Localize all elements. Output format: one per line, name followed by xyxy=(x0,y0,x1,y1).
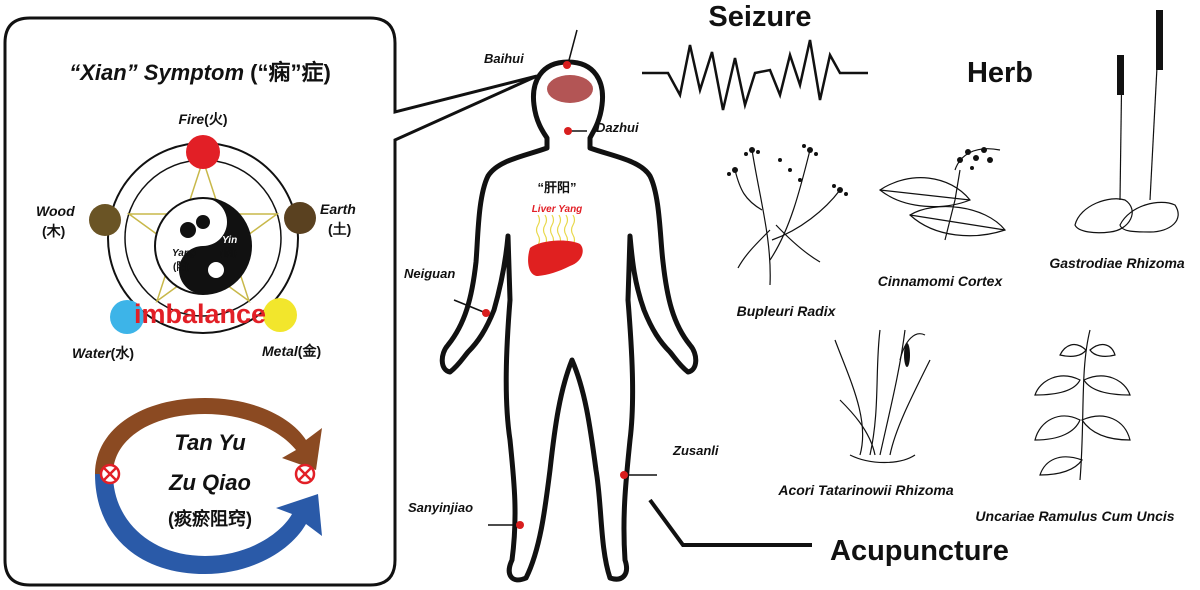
tan-yu-cycle: Tan Yu Zu Qiao (痰瘀阻窍) xyxy=(95,398,322,574)
acupoint-dazhui xyxy=(564,127,572,135)
herb-uncariae-illustration xyxy=(1034,329,1131,481)
yang-cn-label: (阳) xyxy=(173,261,190,273)
acupoint-sanyinjiao xyxy=(516,521,524,529)
yin-cn-label: (阴) xyxy=(220,247,237,259)
acupuncture-pointer-line xyxy=(648,498,812,547)
water-node xyxy=(110,300,144,334)
wood-cn-label: (木) xyxy=(42,223,65,239)
liver-yang-label: Liver Yang xyxy=(532,204,583,215)
wood-label: Wood xyxy=(36,203,75,219)
lower-cycle-arrow xyxy=(95,474,322,574)
acupoint-zusanli xyxy=(620,471,628,479)
dazhui-label: Dazhui xyxy=(596,120,639,135)
neiguan-label: Neiguan xyxy=(404,266,455,281)
water-label: Water(水) xyxy=(72,345,134,361)
sanyinjiao-label: Sanyinjiao xyxy=(408,500,473,515)
five-elements-wheel: Yang (阳) Yin (阴) Fire(火) Earth (土) Metal… xyxy=(36,111,356,361)
seizure-waveform xyxy=(642,39,868,111)
herb-gastrodiae-illustration xyxy=(1074,9,1179,234)
panel-title: “Xian” Symptom (“痫”症) xyxy=(69,60,331,85)
acupoints xyxy=(453,29,657,526)
baihui-label: Baihui xyxy=(484,51,524,66)
herb-cinnamomi-illustration xyxy=(878,147,1007,241)
xian-symptom-panel: “Xian” Symptom (“痫”症) Yang (阳) Yin (阴) xyxy=(3,16,538,587)
herb-bupleuri-illustration xyxy=(727,144,848,286)
blocker-icon-left xyxy=(99,463,121,485)
liver-yang-waves xyxy=(535,214,576,246)
metal-label: Metal(金) xyxy=(262,343,321,359)
body-silhouette xyxy=(439,59,699,583)
zusanli-label: Zusanli xyxy=(672,443,719,458)
tan-yu-cn-text: (痰瘀阻窍) xyxy=(168,508,252,529)
blocker-icon-right xyxy=(294,463,316,485)
liver-yang-cn-label: “肝阳” xyxy=(537,180,576,195)
earth-cn-label: (土) xyxy=(328,221,351,237)
herb-bupleuri-label: Bupleuri Radix xyxy=(737,303,837,319)
earth-node xyxy=(284,202,316,234)
herb-acori-label: Acori Tatarinowii Rhizoma xyxy=(777,482,953,498)
imbalance-label: imbalance xyxy=(134,299,266,329)
herb-title: Herb xyxy=(967,57,1033,89)
tan-yu-text: Tan Yu xyxy=(174,430,246,455)
fire-node xyxy=(186,135,220,169)
acupuncture-title: Acupuncture xyxy=(830,535,1009,567)
metal-node xyxy=(263,298,297,332)
herb-acori-illustration xyxy=(834,329,931,464)
brain-icon xyxy=(547,75,593,103)
fire-label: Fire(火) xyxy=(178,111,227,127)
wood-node xyxy=(89,204,121,236)
seizure-title: Seizure xyxy=(708,1,811,33)
yin-yang-symbol xyxy=(154,197,252,295)
yang-label: Yang xyxy=(172,248,196,259)
liver-icon xyxy=(528,240,583,276)
herb-uncariae-label: Uncariae Ramulus Cum Uncis xyxy=(975,508,1174,524)
herb-gastrodiae-label: Gastrodiae Rhizoma xyxy=(1049,255,1185,271)
acupoint-baihui xyxy=(563,61,571,69)
acupoint-neiguan xyxy=(482,309,490,317)
upper-cycle-arrow xyxy=(95,398,322,474)
zu-qiao-text: Zu Qiao xyxy=(168,470,251,495)
earth-label: Earth xyxy=(320,201,356,217)
yin-label: Yin xyxy=(222,235,237,246)
herb-cinnamomi-label: Cinnamomi Cortex xyxy=(878,273,1004,289)
human-body: “肝阳” Liver Yang Baihui Dazhui Neiguan Zu… xyxy=(404,29,719,583)
